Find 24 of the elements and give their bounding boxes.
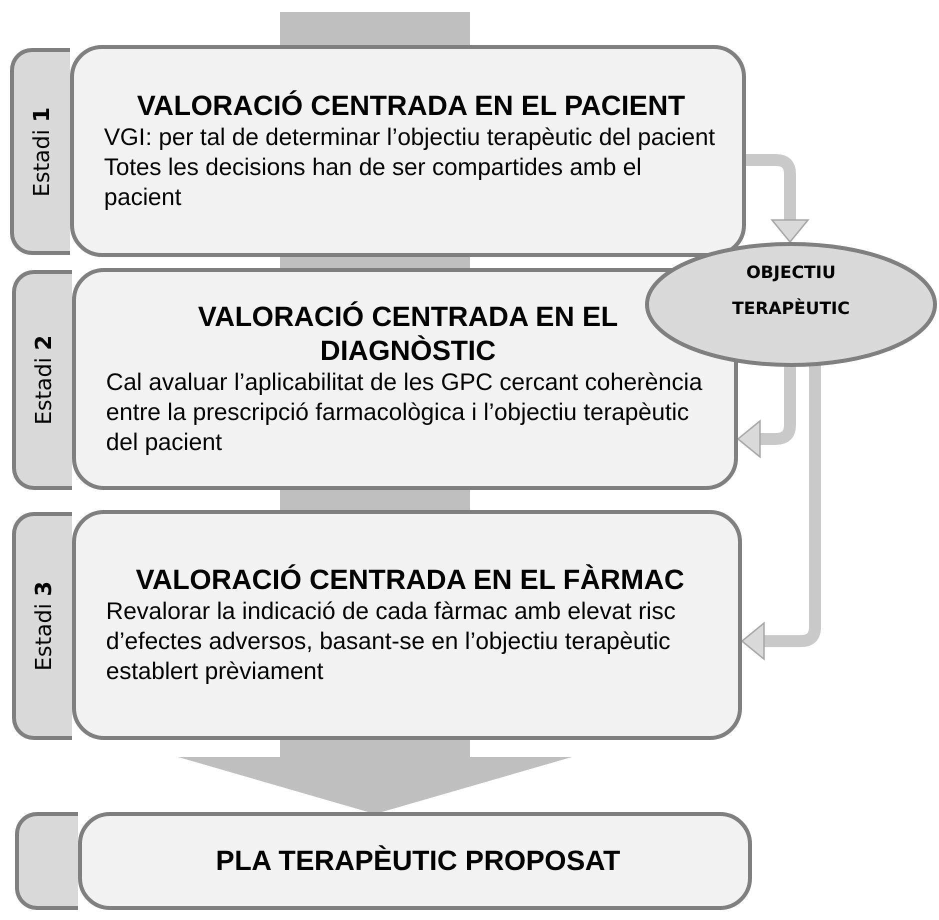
stage-description: Cal avaluar l’aplicabilitat de les GPC cercant coherència entre la prescripció farmacològica i l’objectiu terapèutic del pacient	[106, 368, 704, 458]
stage-description: VGI: per tal de determinar l’objectiu terapèutic del pacient	[104, 123, 716, 153]
stage-box	[78, 812, 752, 910]
stage-description: Totes les decisions han de ser compartides amb el pacient	[104, 153, 643, 213]
flow-band	[280, 12, 470, 47]
stage-tab	[10, 48, 70, 255]
stage-title: VALORACIÓ CENTRADA EN EL FÀRMAC	[136, 563, 684, 597]
down-arrow	[178, 738, 572, 814]
stage-label: Estadi 3	[32, 581, 56, 671]
ellipse-label: OBJECTIU TERAPÈUTIC	[731, 262, 851, 320]
stage-title: VALORACIÓ CENTRADA EN EL PACIENT	[136, 89, 686, 123]
block-arrow	[737, 366, 796, 458]
stage-description: Revalorar la indicació de cada fàrmac amb elevat risc d’efectes adversos, basant-se en l’objectiu terapèutic establert prèviament	[106, 597, 677, 687]
goal-ellipse	[645, 242, 937, 367]
stage-label: Estadi 1	[30, 106, 54, 196]
stage-tab	[15, 812, 78, 910]
stage-tab	[12, 270, 72, 490]
stage-tab	[12, 512, 72, 740]
stage-box	[70, 45, 746, 257]
stage-box	[72, 510, 742, 740]
stage-label: Estadi 2	[32, 335, 56, 425]
stage-title: VALORACIÓ CENTRADA EN EL DIAGNÒSTIC	[197, 300, 619, 368]
block-arrow	[741, 365, 821, 660]
stage-title: PLA TERAPÈUTIC PROPOSAT	[216, 844, 620, 878]
